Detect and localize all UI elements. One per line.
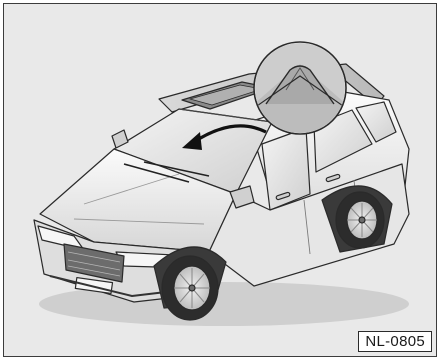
vehicle-illustration xyxy=(4,4,436,356)
roof-antenna-icon xyxy=(254,42,346,134)
figure-code: NL-0805 xyxy=(358,331,432,352)
illustration-frame: NL-0805 xyxy=(3,3,437,357)
suv-icon xyxy=(34,64,409,326)
